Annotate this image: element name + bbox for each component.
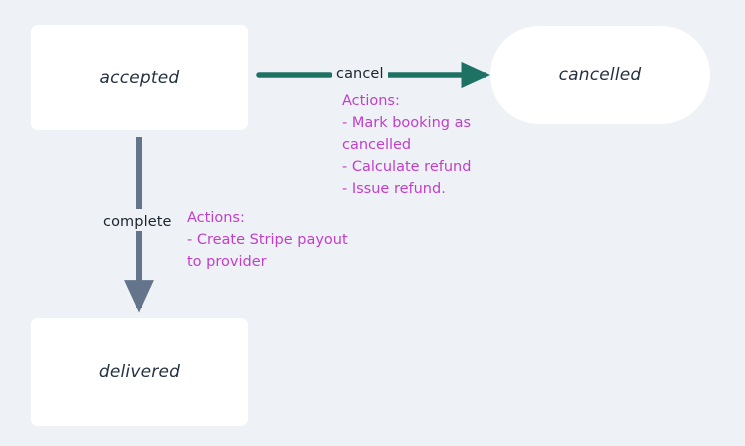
complete-actions-heading: Actions: (187, 210, 245, 226)
cancel-actions-line-3: - Calculate refund (342, 159, 472, 176)
complete-actions-line-2: to provider (187, 254, 267, 271)
state-node-accepted[interactable]: accepted (31, 25, 248, 130)
complete-actions-note: Actions: - Create Stripe payout to provi… (187, 207, 348, 273)
cancel-actions-heading: Actions: (342, 93, 400, 109)
state-node-cancelled[interactable]: cancelled (490, 26, 710, 124)
cancel-actions-line-4: - Issue refund. (342, 181, 446, 198)
state-node-delivered[interactable]: delivered (31, 318, 248, 426)
state-node-accepted-label: accepted (99, 67, 180, 88)
cancel-actions-line-2: cancelled (342, 137, 412, 154)
state-node-cancelled-label: cancelled (558, 65, 642, 85)
cancel-actions-line-1: - Mark booking as (342, 115, 472, 132)
state-node-delivered-label: delivered (98, 362, 181, 382)
edge-label-complete: complete (100, 214, 175, 230)
edge-label-cancel: cancel (332, 66, 388, 82)
complete-actions-line-1: - Create Stripe payout (187, 232, 348, 249)
cancel-actions-note: Actions: - Mark booking as cancelled - C… (342, 90, 471, 200)
